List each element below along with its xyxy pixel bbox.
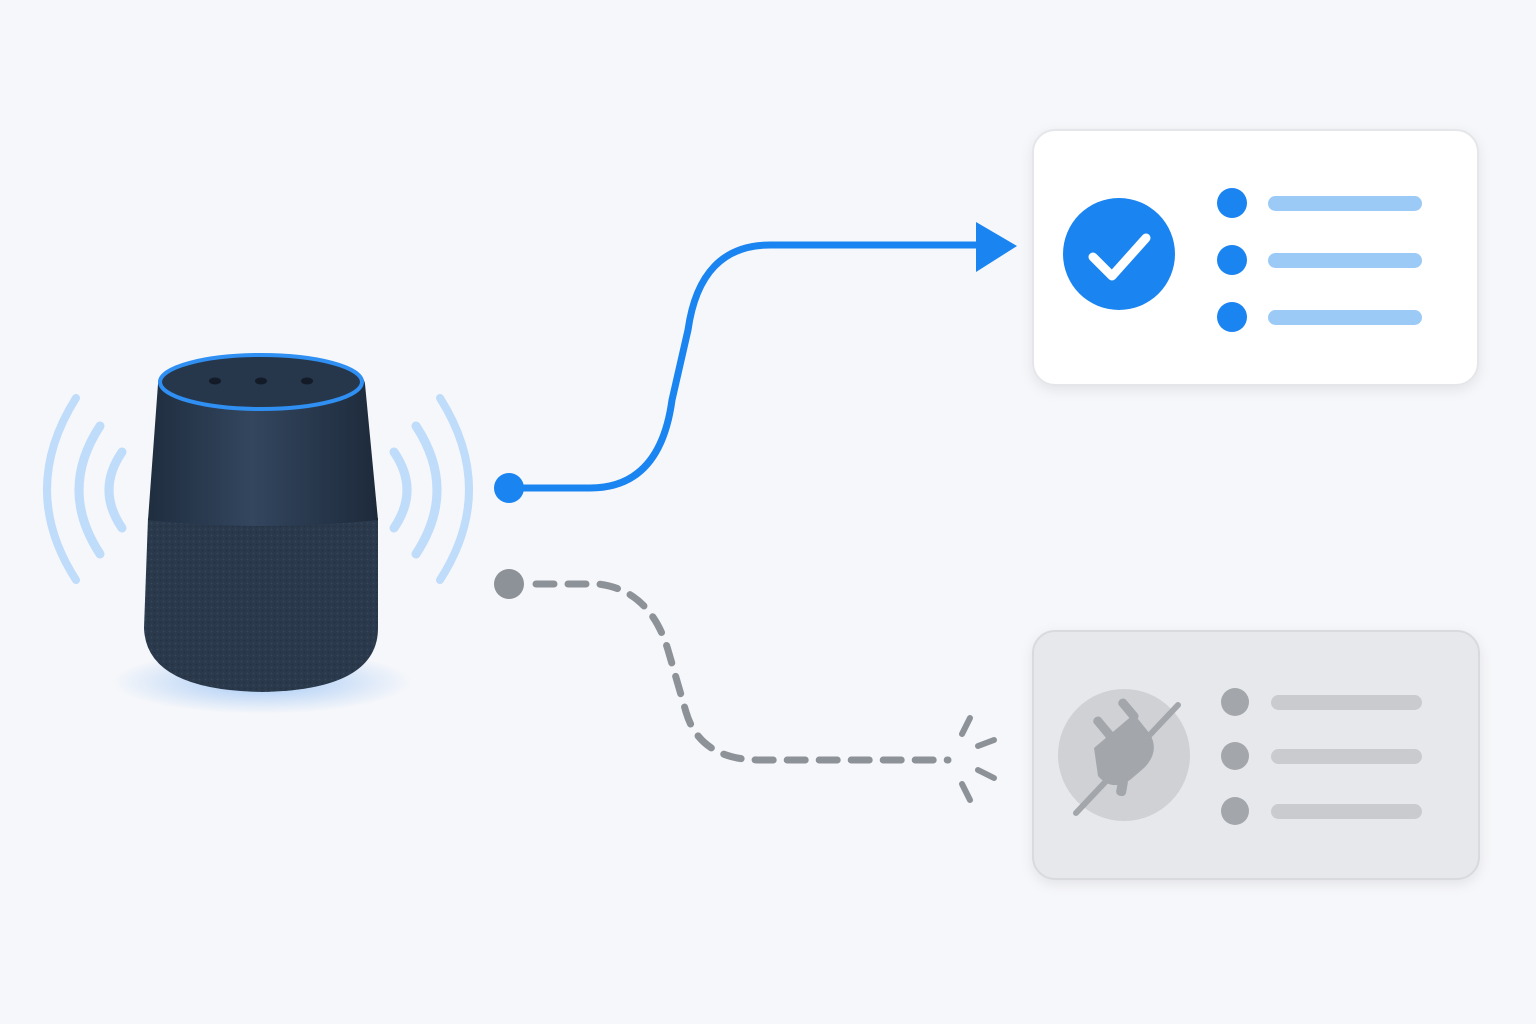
connected-path-arrowhead-icon <box>976 222 1017 272</box>
disconnected-path-start-dot <box>494 569 524 599</box>
disconnected-device-card <box>1032 630 1480 880</box>
smart-speaker <box>144 353 378 692</box>
sound-wave-left-middle <box>74 421 105 559</box>
connected-card-list <box>1217 188 1422 332</box>
disconnected-path-line <box>532 580 952 764</box>
list-item-line <box>1268 253 1422 268</box>
mic-hole-icon <box>209 377 221 385</box>
connected-path <box>494 222 1017 503</box>
sound-wave-left-outer <box>43 394 80 584</box>
connected-device-card <box>1032 129 1479 386</box>
sound-waves-left <box>43 394 127 584</box>
unplugged-icon-slash <box>1073 702 1181 816</box>
list-bullet <box>1221 797 1249 825</box>
mic-hole-icon <box>255 377 267 385</box>
checkmark-icon-mark <box>1088 233 1151 281</box>
sound-waves-right <box>389 394 473 584</box>
disconnected-path <box>494 569 997 803</box>
mic-hole-icon <box>301 377 313 385</box>
sound-wave-right-outer <box>436 394 473 584</box>
list-item-line <box>1268 310 1422 325</box>
broken-connection-icon <box>959 715 997 803</box>
disconnected-card-list <box>1221 688 1422 825</box>
list-bullet <box>1217 245 1247 275</box>
sound-wave-right-inner <box>389 447 412 533</box>
list-bullet <box>1217 302 1247 332</box>
speaker-light-ring <box>158 353 364 411</box>
sound-wave-right-middle <box>411 421 442 559</box>
list-item-line <box>1271 804 1422 819</box>
checkmark-icon <box>1063 198 1175 310</box>
list-bullet <box>1221 742 1249 770</box>
list-item-line <box>1271 749 1422 764</box>
list-item-line <box>1271 695 1422 710</box>
list-bullet <box>1221 688 1249 716</box>
list-bullet <box>1217 188 1247 218</box>
list-item-line <box>1268 196 1422 211</box>
sound-wave-left-inner <box>104 447 127 533</box>
unplugged-icon <box>1093 698 1154 797</box>
speaker-fabric <box>144 518 378 692</box>
connected-path-line <box>505 241 984 492</box>
